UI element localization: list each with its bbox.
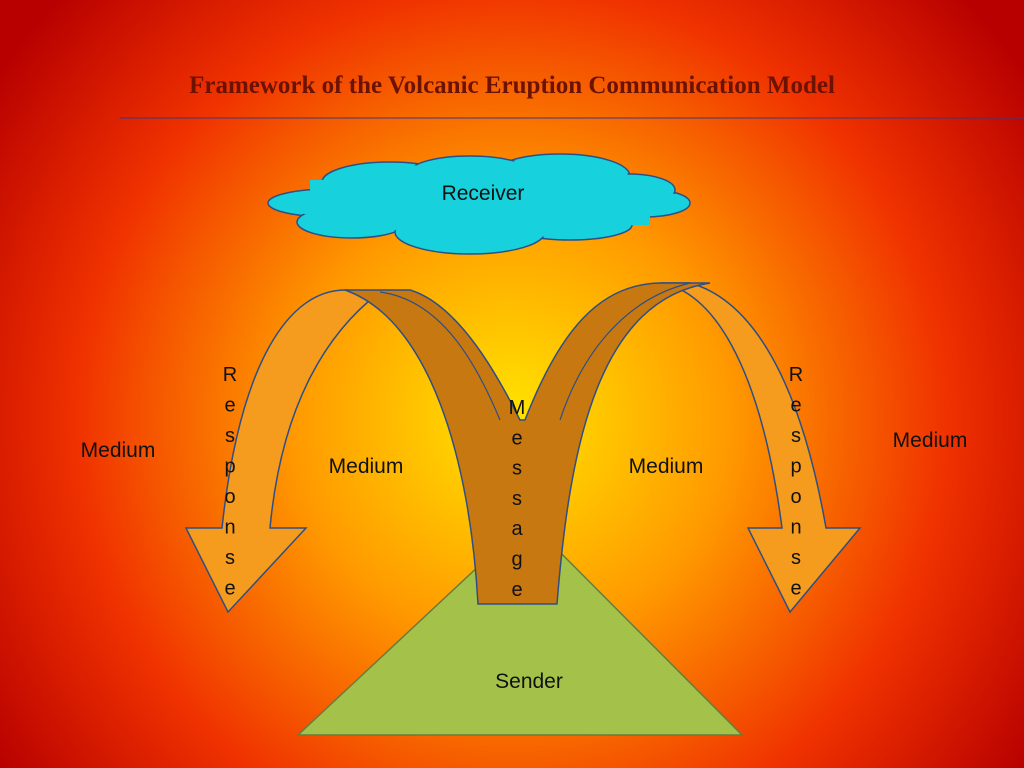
right-response-arrow [659, 282, 862, 614]
medium-label-far-left: Medium [81, 439, 156, 462]
sender-volcano [296, 518, 744, 736]
message-arrow [344, 282, 711, 605]
diagram-title: Framework of the Volcanic Eruption Commu… [189, 72, 835, 99]
medium-label-inner-right: Medium [629, 455, 704, 478]
left-response-arrow [184, 289, 383, 614]
receiver-cloud [267, 153, 691, 255]
message-arrow-fold [379, 282, 691, 421]
medium-label-far-right: Medium [893, 429, 968, 452]
medium-label-inner-left: Medium [329, 455, 404, 478]
receiver-label: Receiver [442, 182, 525, 205]
sender-label: Sender [495, 670, 563, 693]
